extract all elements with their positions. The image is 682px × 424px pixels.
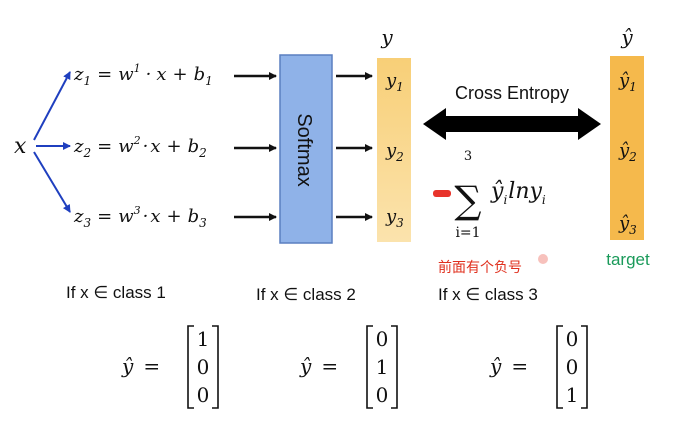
cross-entropy-label: Cross Entropy: [455, 83, 569, 103]
equation-2: z2=w2·x+b2: [73, 134, 207, 160]
sum-upper: 3: [464, 149, 472, 164]
equation-1: z1=w1·x+b1: [73, 62, 213, 88]
target-column: [610, 56, 644, 240]
equation-3: z3=w3·x+b3: [73, 204, 207, 230]
fan-arrow-1: [33, 71, 71, 141]
softmax-label: Softmax: [293, 113, 315, 186]
svg-text:0: 0: [197, 383, 210, 407]
target-y1: ŷ1: [618, 70, 637, 94]
svg-text:0: 0: [376, 327, 389, 351]
output-y3: y3: [385, 206, 404, 230]
svg-text:0: 0: [197, 355, 210, 379]
case-1-label: If x ∈ class 1: [66, 283, 166, 302]
svg-text:ŷ=: ŷ=: [121, 354, 160, 378]
target-y2: ŷ2: [618, 140, 637, 164]
output-y1: y1: [385, 70, 404, 94]
svg-text:0: 0: [376, 383, 389, 407]
sum-term: ŷilnyi: [490, 179, 546, 207]
case-1-vector: ŷ= 1 0 0: [121, 325, 219, 409]
case-3-vector: ŷ= 0 0 1: [489, 325, 588, 409]
case-2-vector: ŷ= 0 1 0: [299, 325, 398, 409]
svg-text:ŷ=: ŷ=: [299, 354, 338, 378]
case-3-label: If x ∈ class 3: [438, 285, 538, 304]
output-header: y: [380, 25, 393, 49]
case-2-label: If x ∈ class 2: [256, 285, 356, 304]
sum-lower: i=1: [455, 225, 480, 241]
negative-sign-note: 前面有个负号: [438, 259, 522, 276]
output-y2: y2: [385, 140, 404, 164]
svg-text:0: 0: [566, 327, 579, 351]
svg-text:z1=w1·x+b1: z1=w1·x+b1: [73, 62, 213, 88]
svg-text:1: 1: [566, 383, 579, 407]
target-y3: ŷ3: [618, 213, 637, 237]
cursor-dot: [538, 254, 548, 264]
sum-sigma: ∑: [454, 178, 481, 222]
output-column: [377, 58, 411, 242]
svg-text:0: 0: [566, 355, 579, 379]
svg-text:ŷ=: ŷ=: [489, 354, 528, 378]
target-header: ŷ: [620, 25, 633, 49]
target-label: target: [606, 250, 650, 269]
svg-text:1: 1: [197, 327, 210, 351]
fan-arrow-3: [33, 151, 71, 213]
double-arrow: [423, 108, 601, 140]
svg-text:z2=w2·x+b2: z2=w2·x+b2: [73, 134, 207, 160]
svg-text:1: 1: [376, 355, 389, 379]
softmax-box: [279, 54, 333, 244]
input-x: x: [14, 134, 27, 159]
svg-text:z3=w3·x+b3: z3=w3·x+b3: [73, 204, 207, 230]
minus-sign: [433, 190, 451, 197]
